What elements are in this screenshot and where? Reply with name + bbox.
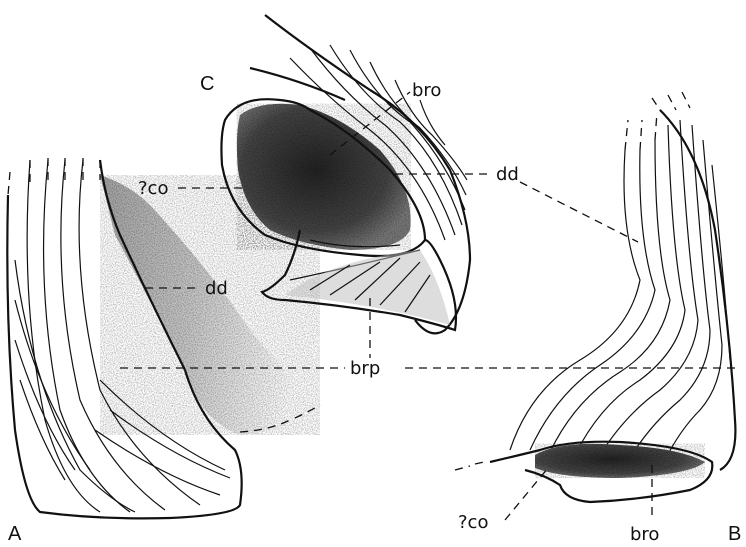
panel-b-drawing [455, 92, 735, 502]
label-bro-bottom: bro [630, 524, 659, 545]
label-dd-right: dd [496, 164, 519, 185]
label-co-bottom: ?co [458, 512, 488, 533]
panel-label-c: C [200, 73, 214, 95]
label-co-left: ?co [138, 178, 168, 199]
label-dd-left: dd [205, 278, 228, 299]
label-bro-top: bro [412, 80, 441, 101]
label-brp: brp [350, 358, 380, 379]
panel-label-b: B [728, 523, 741, 545]
panel-label-a: A [8, 523, 22, 545]
panel-c-drawing [221, 15, 470, 333]
